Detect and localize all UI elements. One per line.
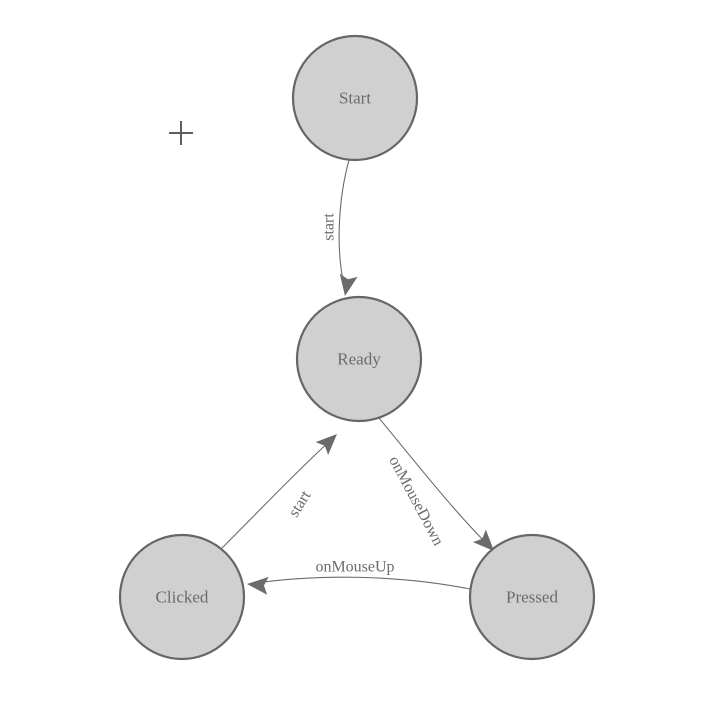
edge-start-to-ready[interactable]: start [321, 159, 358, 298]
edge-pressed-to-clicked[interactable]: onMouseUp [246, 559, 471, 595]
node-pressed[interactable]: Pressed [468, 533, 596, 661]
node-label: Ready [337, 350, 381, 369]
arrowhead-icon [247, 576, 269, 595]
node-label: Clicked [156, 588, 209, 607]
node-shape[interactable] [118, 533, 246, 661]
node-start[interactable]: Start [291, 34, 419, 162]
arrowhead-icon [339, 273, 358, 296]
edge-ready-to-pressed[interactable]: onMouseDown [378, 417, 500, 557]
edge-label-onmousedown: onMouseDown [385, 453, 446, 548]
edge-label-onmouseup: onMouseUp [315, 559, 394, 576]
edge-label-start: start [321, 213, 338, 241]
edge-line [378, 417, 490, 547]
node-label: Start [339, 89, 371, 108]
node-label: Pressed [506, 588, 558, 607]
edge-line [255, 576, 471, 590]
edge-line [338, 159, 350, 286]
plus-crosshair-icon[interactable] [169, 121, 193, 145]
node-shape[interactable] [295, 295, 423, 423]
arrowhead-icon [472, 529, 494, 551]
node-shape[interactable] [468, 533, 596, 661]
node-shape[interactable] [291, 34, 419, 162]
edge-label-start-2: start [285, 487, 314, 520]
arrowhead-icon [315, 434, 337, 456]
edge-clicked-to-ready[interactable]: start [221, 428, 343, 549]
edge-line [221, 439, 332, 549]
node-clicked[interactable]: Clicked [118, 533, 246, 661]
node-ready[interactable]: Ready [295, 295, 423, 423]
